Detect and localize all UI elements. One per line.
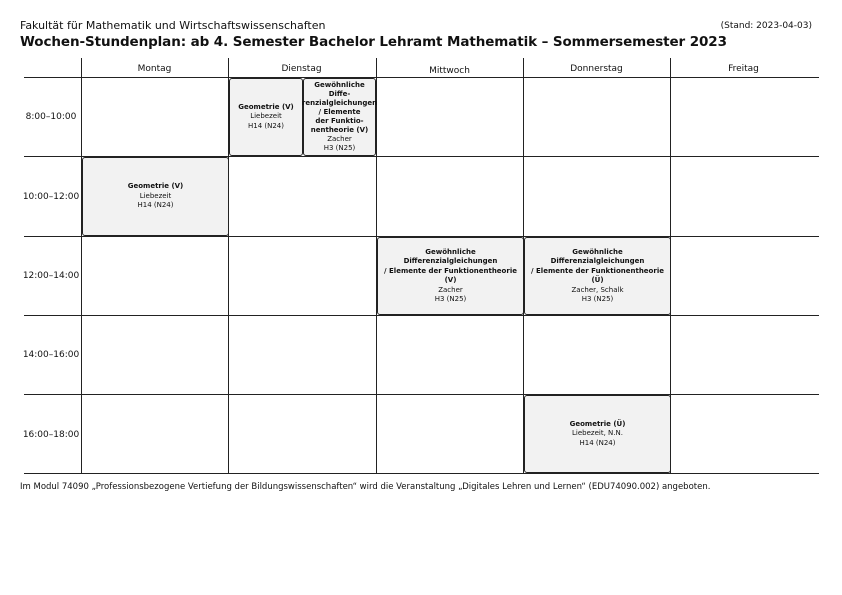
event-name-line: renzialgleichungen [301,99,378,107]
event-lecturer: Liebezeit, N.N. [572,429,623,438]
event-block-dgl-v-mittwoch[interactable]: Gewöhnliche Differenzialgleichungen / El… [377,237,524,315]
event-block-dgl-ue-donnerstag[interactable]: Gewöhnliche Differenzialgleichungen / El… [524,237,671,315]
event-room: H14 (N24) [137,201,174,210]
faculty-name: Fakultät für Mathematik und Wirtschaftsw… [20,19,326,32]
event-name: Geometrie (V) [238,102,294,111]
day-header-montag: Montag [137,64,172,74]
event-name-line: der Funktio- [315,117,364,125]
event-name: Geometrie (V) [127,182,184,191]
event-room: H14 (N24) [247,121,284,130]
event-name-line: Gewöhnliche Diffe- [314,81,365,98]
grid-line [81,58,82,474]
page-title: Wochen-Stundenplan: ab 4. Semester Bache… [20,34,727,50]
time-label: 12:00–14:00 [22,271,80,281]
event-name: Geometrie (Ü) [569,419,626,428]
event-block-geometrie-v-montag[interactable]: Geometrie (V) Liebezeit H14 (N24) [82,157,229,236]
time-label: 16:00–18:00 [22,430,80,440]
event-name-line: nentheorie (V) [310,126,369,134]
day-header-donnerstag: Donnerstag [570,64,623,74]
stand-date: (Stand: 2023-04-03) [720,21,812,31]
day-header-freitag: Freitag [728,64,759,74]
event-name-line: / Elemente der Funktionentheorie (V) [384,266,517,285]
grid-line [24,394,819,395]
event-name-line: Gewöhnliche Differenzialgleichungen [403,247,498,266]
time-label: 10:00–12:00 [22,192,80,202]
event-lecturer: Zacher [438,285,463,294]
event-room: H3 (N25) [323,144,356,152]
grid-line [24,77,819,78]
day-header-dienstag: Dienstag [281,64,322,74]
grid-line [24,315,819,316]
grid-line [24,473,819,474]
event-block-geometrie-v-dienstag[interactable]: Geometrie (V) Liebezeit H14 (N24) [229,78,303,156]
footnote: Im Modul 74090 „Professionsbezogene Vert… [20,482,711,492]
event-lecturer: Zacher, Schalk [571,285,624,294]
event-room: H3 (N25) [581,295,614,303]
event-lecturer: Zacher [327,135,352,143]
event-name-line: Gewöhnliche Differenzialgleichungen [550,247,645,266]
event-room: H14 (N24) [579,438,616,447]
event-name-line: / Elemente der Funktionentheorie (Ü) [531,266,664,285]
event-room: H3 (N25) [434,295,467,303]
event-lecturer: Liebezeit [250,112,282,121]
event-name-line: / Elemente [318,108,361,116]
time-label: 8:00–10:00 [25,112,77,122]
event-lecturer: Liebezeit [139,191,172,200]
time-label: 14:00–16:00 [22,350,80,360]
day-header-mittwoch: Mittwoch [429,66,470,76]
event-block-dgl-v-dienstag[interactable]: Gewöhnliche Diffe- renzialgleichungen / … [301,78,378,156]
event-block-geometrie-ue-donnerstag[interactable]: Geometrie (Ü) Liebezeit, N.N. H14 (N24) [524,395,671,473]
